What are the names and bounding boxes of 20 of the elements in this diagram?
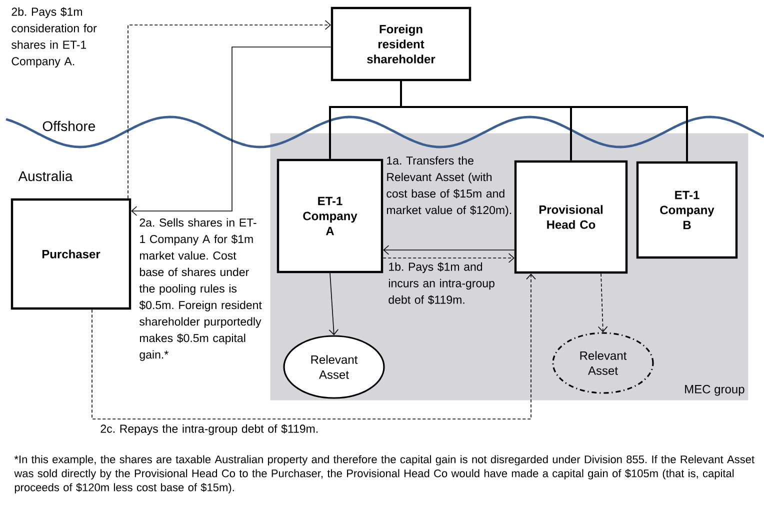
- arrow: [598, 273, 608, 332]
- entity-box: ET-1 Company B: [636, 161, 738, 259]
- arrow: [383, 245, 515, 255]
- entity-box: ET-1 Company A: [276, 158, 384, 274]
- arrow: [131, 46, 332, 216]
- edge-label: 2c. Repays the intra-group debt of $119m.: [100, 424, 318, 436]
- region-label: Offshore: [42, 120, 96, 132]
- arrow: [328, 272, 339, 336]
- edge-label: 1b. Pays $1m and incurs an intra-group debt of $119m.: [388, 262, 494, 304]
- region-label: Australia: [18, 170, 73, 182]
- footnote: *In this example, the shares are taxable Australian property and therefore the capital gain is not disregarded under Division 855. If the Relevant Asset was sold directly by the Provisional Head Co to the Purchaser, the Provisional Head Co would have made a capital gain of $105m (that is, capital proceeds of $120m less cost base of $15m).: [14, 455, 754, 494]
- arrow: [92, 274, 536, 420]
- entity-box: Foreign resident shareholder: [330, 6, 472, 82]
- entity-box: Provisional Head Co: [514, 160, 628, 274]
- edge-label: 1a. Transfers the Relevant Asset (with cost base of $15m and market value of $120m).: [386, 156, 512, 216]
- arrow: [382, 253, 514, 263]
- entity-box: Purchaser: [10, 198, 132, 310]
- arrow: [128, 20, 331, 199]
- edge-label: 2b. Pays $1m consideration for shares in ET-1 Company A.: [12, 7, 97, 68]
- edge-label: 2a. Sells shares in ET-1 Company A for $1m market value. Cost base of shares under the pooling rules is $0.5m. Foreign resident shareholder purportedly makes $0.5m capital gain.*: [139, 218, 262, 361]
